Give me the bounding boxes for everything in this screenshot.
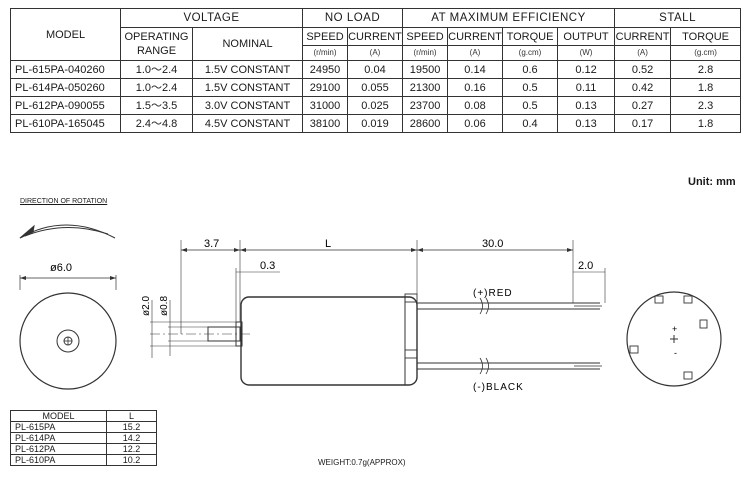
cell-me-torque: 0.5 xyxy=(502,96,559,115)
cell-nl-current: 0.019 xyxy=(346,114,404,133)
weight-label: WEIGHT:0.7g(APPROX) xyxy=(318,458,406,467)
cell-nl-current: 0.04 xyxy=(346,60,404,79)
rotation-arrow-icon xyxy=(19,224,116,239)
dim-shaft-diameter: ø0.8 xyxy=(159,296,170,316)
dim-strip-length: 2.0 xyxy=(578,260,593,272)
length-cell-l: 15.2 xyxy=(106,421,157,433)
cell-me-output: 0.11 xyxy=(557,78,616,97)
spec-table: MODEL VOLTAGE NO LOAD AT MAXIMUM EFFICIE… xyxy=(10,8,742,133)
end-view-rear xyxy=(626,291,722,387)
length-cell-l: 10.2 xyxy=(106,454,157,466)
col-me-torque: TORQUE xyxy=(502,27,559,46)
cell-range: 1.0～2.4 xyxy=(120,60,193,79)
cell-range: 2.4～4.8 xyxy=(120,114,193,133)
table-row: PL-614PA 14.2 xyxy=(10,432,157,444)
cell-range: 1.5～3.5 xyxy=(120,96,193,115)
direction-of-rotation-label: DIRECTION OF ROTATION xyxy=(20,198,108,205)
cell-me-torque: 0.6 xyxy=(502,60,559,79)
end-view-front xyxy=(19,275,117,390)
dim-body-diameter: ø6.0 xyxy=(50,262,72,274)
cell-me-speed: 28600 xyxy=(402,114,449,133)
cell-st-torque: 1.8 xyxy=(670,114,742,133)
cell-st-torque: 2.8 xyxy=(670,60,742,79)
length-cell-model: PL-610PA xyxy=(10,454,107,466)
cell-me-current: 0.08 xyxy=(447,96,504,115)
table-row: PL-615PA 15.2 xyxy=(10,421,157,433)
unit-label: Unit: mm xyxy=(688,176,736,188)
cell-model: PL-610PA-165045 xyxy=(10,114,121,133)
cell-me-current: 0.14 xyxy=(447,60,504,79)
cell-nominal: 4.5V CONSTANT xyxy=(192,114,303,133)
dim-body-length: L xyxy=(325,238,331,250)
col-nominal: NOMINAL xyxy=(192,27,303,61)
cell-me-current: 0.06 xyxy=(447,114,504,133)
dim-gap: 0.3 xyxy=(260,260,275,272)
length-cell-model: PL-615PA xyxy=(10,421,107,433)
length-cell-model: PL-612PA xyxy=(10,443,107,455)
black-lead-label: (-)BLACK xyxy=(473,382,524,393)
cell-st-current: 0.42 xyxy=(614,78,672,97)
table-row: PL-612PA 12.2 xyxy=(10,443,157,455)
motor-side-view xyxy=(150,240,606,386)
rear-minus-marker: - xyxy=(674,348,677,358)
length-col-model: MODEL xyxy=(10,410,107,422)
col-nl-current: CURRENT xyxy=(346,27,404,46)
col-model-header: MODEL xyxy=(10,8,121,61)
dim-boss-diameter: ø2.0 xyxy=(141,296,152,316)
dim-lead-length: 30.0 xyxy=(482,238,503,250)
red-lead-label: (+)RED xyxy=(473,288,513,299)
col-me-speed: SPEED xyxy=(402,27,449,46)
cell-nl-speed: 38100 xyxy=(302,114,348,133)
col-me-current: CURRENT xyxy=(447,27,504,46)
cell-range: 1.0～2.4 xyxy=(120,78,193,97)
col-st-current: CURRENT xyxy=(614,27,672,46)
group-voltage: VOLTAGE xyxy=(120,8,303,28)
length-cell-l: 14.2 xyxy=(106,432,157,444)
cell-me-output: 0.13 xyxy=(557,114,616,133)
group-stall: STALL xyxy=(614,8,742,28)
length-cell-l: 12.2 xyxy=(106,443,157,455)
cell-me-torque: 0.5 xyxy=(502,78,559,97)
dim-shaft-length: 3.7 xyxy=(204,238,219,250)
cell-me-speed: 23700 xyxy=(402,96,449,115)
length-cell-model: PL-614PA xyxy=(10,432,107,444)
table-row: PL-610PA 10.2 xyxy=(10,454,157,466)
length-col-l: L xyxy=(106,410,157,422)
length-table: MODEL L PL-615PA 15.2 PL-614PA 14.2 PL-6… xyxy=(10,410,157,466)
col-operating-range: OPERATING RANGE xyxy=(120,27,193,61)
table-row: PL-610PA-165045 2.4～4.8 4.5V CONSTANT 38… xyxy=(10,114,742,133)
cell-st-torque: 2.3 xyxy=(670,96,742,115)
rear-plus-marker: + xyxy=(672,324,677,334)
col-me-output: OUTPUT xyxy=(557,27,616,46)
cell-me-torque: 0.4 xyxy=(502,114,559,133)
cell-st-current: 0.17 xyxy=(614,114,672,133)
